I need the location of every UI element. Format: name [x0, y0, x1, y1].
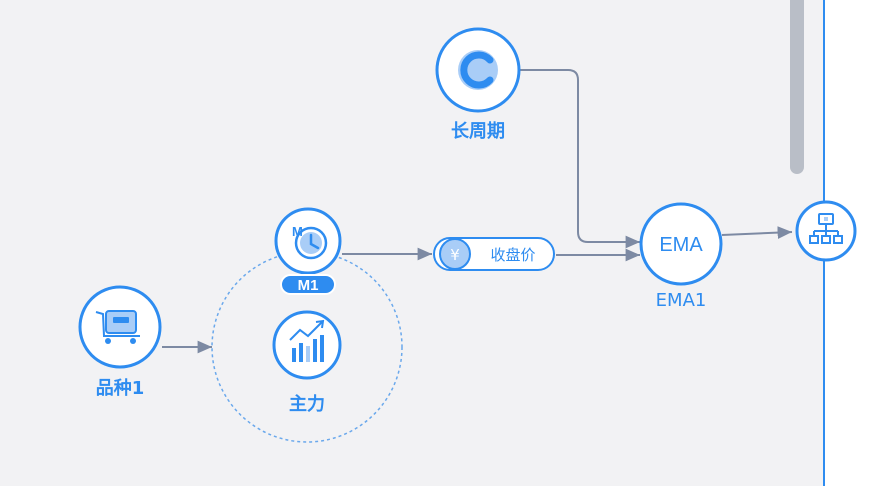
- node-output[interactable]: [795, 200, 857, 262]
- yen-icon: ¥: [450, 246, 460, 264]
- clock-m-icon: M: [292, 224, 328, 260]
- timer-badge: [280, 274, 336, 295]
- variety-label: 品种1: [95, 378, 145, 399]
- main-force-label: 主力: [289, 394, 325, 415]
- cart-icon: [95, 310, 140, 344]
- svg-text:M: M: [292, 224, 303, 239]
- c-letter-icon: [458, 50, 498, 90]
- network-tree-icon: [809, 213, 843, 244]
- edge-ema-output: [721, 226, 793, 240]
- scrollbar-thumb[interactable]: [790, 0, 804, 174]
- close-price-label: 收盘价: [490, 246, 535, 264]
- node-close-price[interactable]: ¥ 收盘价: [433, 237, 555, 271]
- node-timer[interactable]: M M1: [274, 207, 342, 295]
- node-variety[interactable]: [78, 285, 162, 369]
- node-ema[interactable]: EMA: [639, 202, 723, 286]
- long-period-label: 长周期: [451, 121, 505, 142]
- rising-chart-icon: [289, 319, 325, 362]
- node-main-force[interactable]: [272, 310, 342, 380]
- timer-badge-label: M1: [298, 277, 319, 294]
- ema-caption: EMA1: [655, 290, 707, 311]
- ema-node-label: EMA: [659, 234, 703, 256]
- edge-longperiod-ema: [520, 69, 640, 249]
- node-long-period[interactable]: [435, 27, 521, 113]
